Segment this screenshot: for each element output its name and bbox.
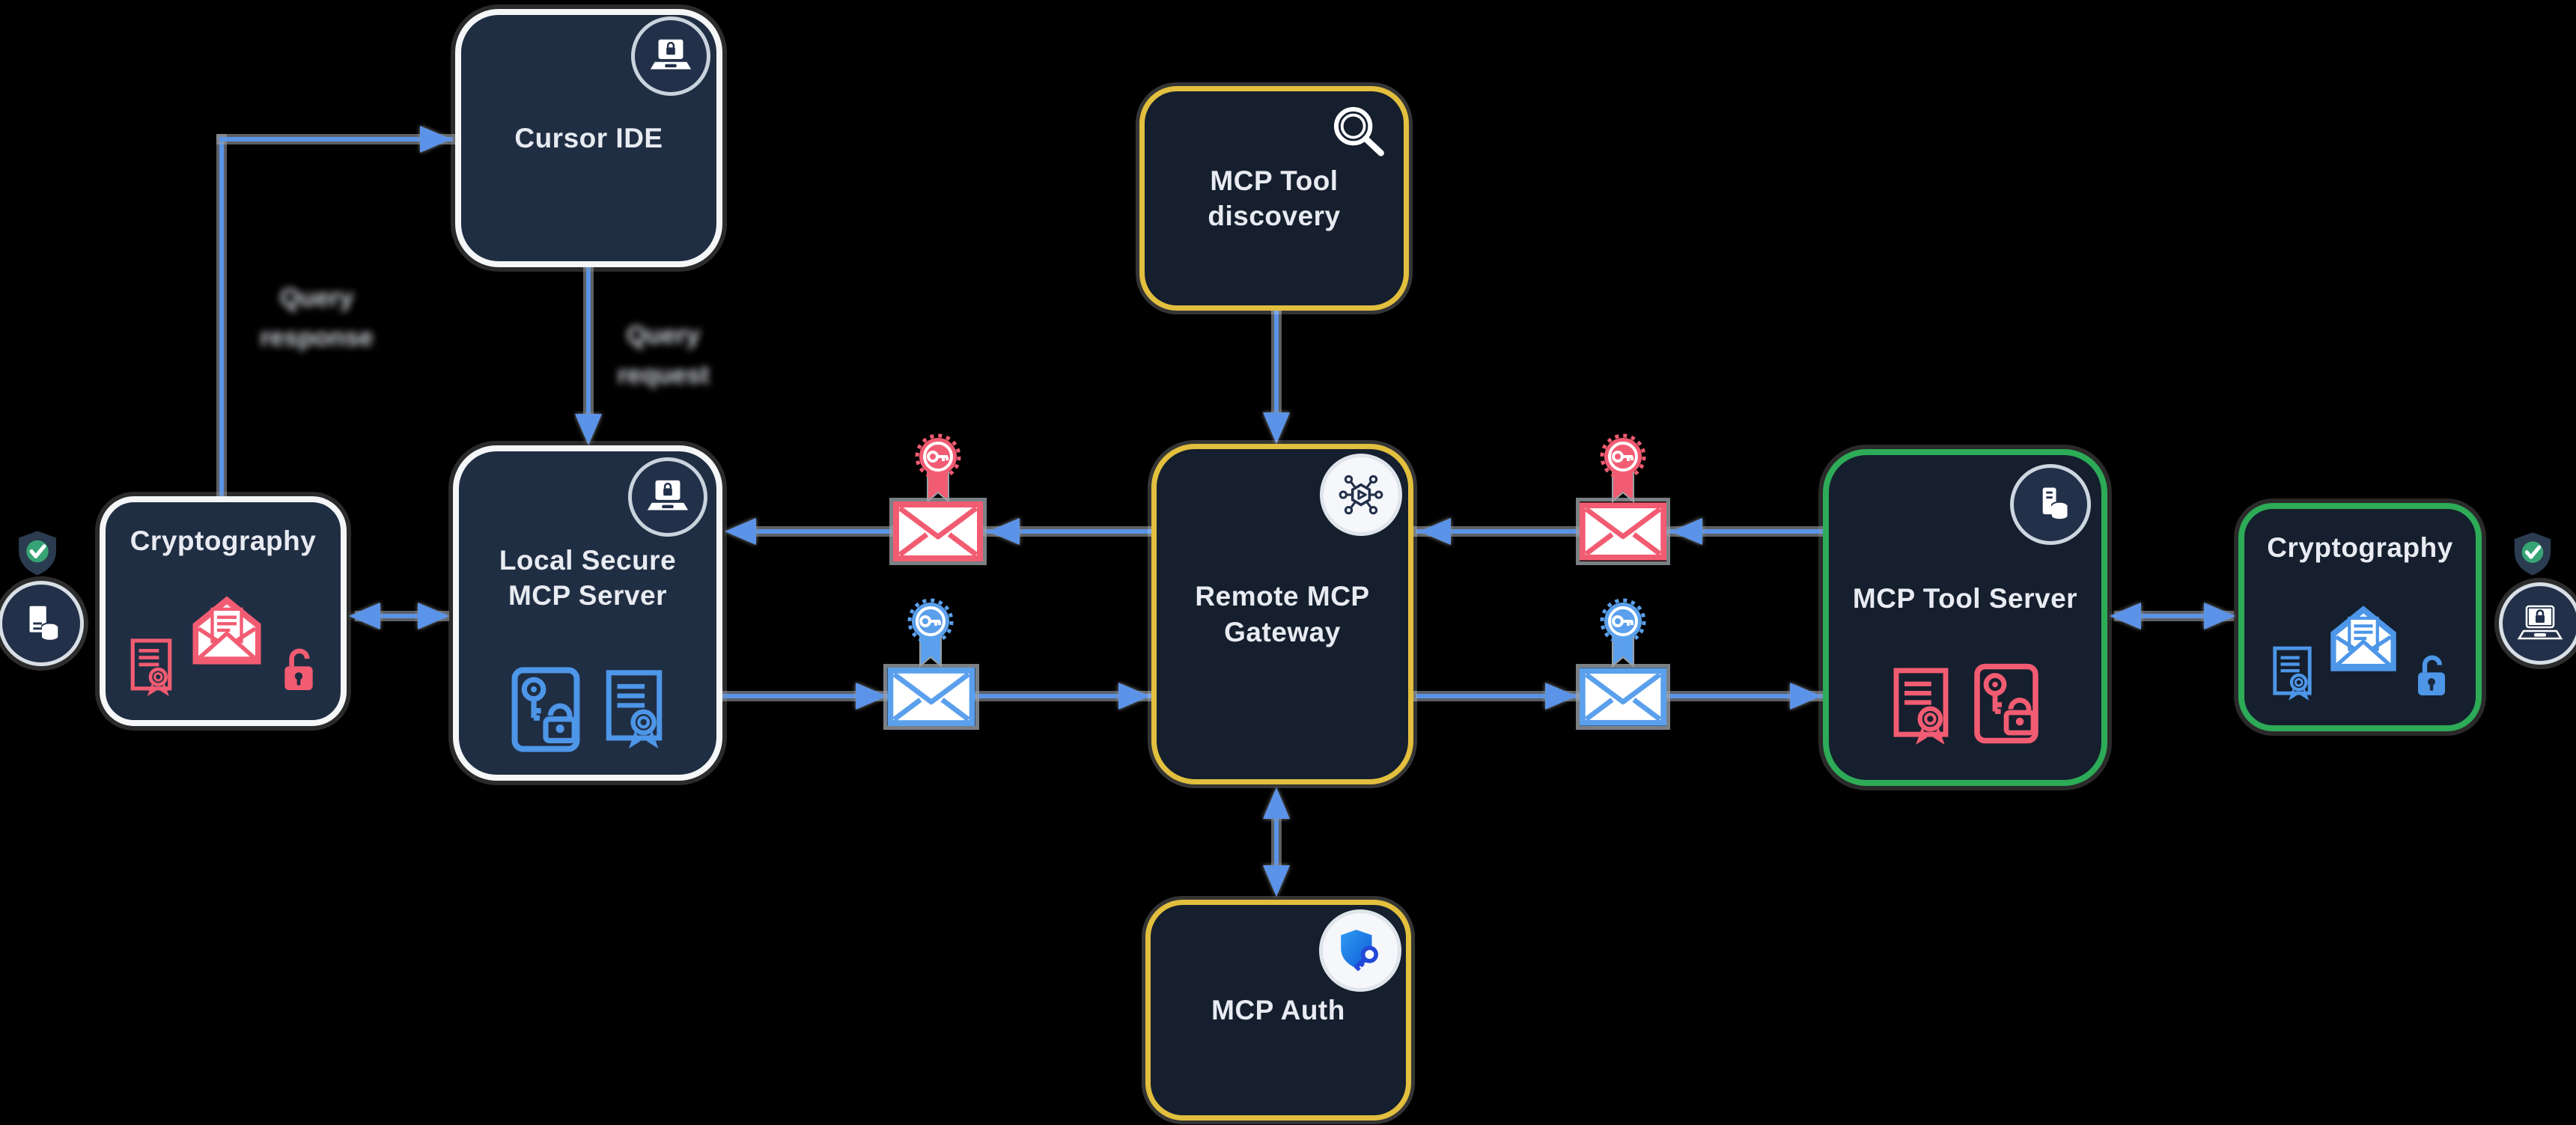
- sealed-envelope-icon: [1580, 668, 1666, 726]
- tool-server-icons: [1829, 659, 2101, 749]
- edge-cursor-to-local-vertical: [586, 267, 591, 418]
- node-label-remote-mcp-gateway: Remote MCP Gateway: [1195, 581, 1370, 647]
- document-database-icon: [0, 581, 84, 666]
- edge-gateway-auth-vertical: [1274, 807, 1279, 879]
- node-label-cryptography-left: Cryptography: [130, 525, 317, 556]
- edge-crypto-to-cursor-horizontal: [219, 137, 453, 141]
- crypto-left-icons: [106, 591, 341, 699]
- certificate-icon: [606, 670, 663, 749]
- node-cryptography-right[interactable]: Cryptography: [2238, 503, 2482, 731]
- node-remote-mcp-gateway[interactable]: Remote MCP Gateway: [1151, 444, 1413, 784]
- arrowhead-request-into-gateway: [1118, 683, 1150, 710]
- arrowhead-into-gateway-top: [1263, 412, 1290, 444]
- sealed-envelope-icon: [893, 501, 983, 561]
- node-label-mcp-tool-server: MCP Tool Server: [1852, 583, 2078, 614]
- open-envelope-letter-icon: [192, 596, 261, 665]
- crypto-right-icons: [2244, 601, 2476, 704]
- arrowhead-request-into-toolserver: [1790, 683, 1821, 710]
- network-hub-icon: [1320, 454, 1402, 536]
- certificate-icon: [1893, 668, 1949, 745]
- node-label-mcp-tool-discovery: MCP Tool discovery: [1208, 165, 1341, 231]
- edge-crypto-local-bidirectional: [358, 614, 446, 618]
- secure-laptop-icon: [628, 457, 707, 537]
- node-mcp-tool-discovery[interactable]: MCP Tool discovery: [1139, 86, 1409, 311]
- shield-check-icon: [2514, 532, 2551, 576]
- node-mcp-auth[interactable]: MCP Auth: [1145, 900, 1411, 1121]
- edge-label-query-response: Query response: [260, 284, 374, 352]
- arrowhead-into-cursor-ide: [420, 126, 451, 153]
- arrowhead-request-into-envelope-left: [856, 683, 887, 710]
- key-rosette-icon: [1600, 433, 1646, 504]
- server-database-icon: [2010, 464, 2091, 545]
- sealed-envelope-icon: [887, 668, 975, 726]
- local-secure-icons: [459, 664, 716, 755]
- key-rosette-icon: [1600, 598, 1646, 668]
- arrowhead-request-into-envelope-right: [1545, 683, 1577, 710]
- arrowhead-into-local-secure: [575, 414, 602, 445]
- magnifier-icon: [1333, 106, 1384, 156]
- certificate-icon: [2272, 646, 2312, 701]
- open-envelope-letter-icon: [2330, 606, 2396, 671]
- node-local-secure-mcp-server[interactable]: Local Secure MCP Server: [453, 445, 722, 781]
- arrowhead-response-into-gateway: [1419, 518, 1451, 545]
- arrowhead-response-into-envelope-right: [1671, 518, 1702, 545]
- arrowhead-response-into-envelope: [988, 518, 1020, 545]
- secure-laptop-icon: [631, 16, 710, 96]
- sealed-envelope-icon: [1580, 501, 1666, 561]
- node-cursor-ide[interactable]: Cursor IDE: [455, 9, 722, 267]
- key-lock-card-icon: [511, 667, 580, 752]
- node-label-mcp-auth: MCP Auth: [1211, 994, 1345, 1025]
- unlocked-padlock-icon: [2417, 655, 2445, 695]
- unlocked-padlock-icon: [284, 648, 313, 690]
- key-rosette-icon: [915, 433, 961, 504]
- key-rosette-icon: [907, 598, 954, 668]
- node-cryptography-left[interactable]: Cryptography: [100, 496, 347, 726]
- secure-laptop-icon: [2499, 582, 2576, 665]
- arrowhead-into-crypto-right: [2204, 603, 2235, 629]
- shield-key-icon: [1319, 909, 1401, 992]
- shield-check-icon: [19, 531, 56, 576]
- arrowhead-into-mcp-auth: [1263, 865, 1290, 897]
- arrowhead-into-local-secure-left-edge: [418, 603, 449, 629]
- node-label-cursor-ide: Cursor IDE: [514, 122, 663, 153]
- arrowhead-into-gateway-bottom: [1263, 787, 1290, 819]
- arrowhead-response-into-local: [725, 518, 756, 545]
- key-lock-card-icon: [1974, 663, 2038, 744]
- edge-discovery-to-gateway: [1274, 311, 1279, 421]
- arrowhead-into-toolserver-right-edge: [2110, 603, 2141, 629]
- edge-crypto-to-cursor-vertical: [219, 137, 224, 498]
- node-label-local-secure-mcp-server: Local Secure MCP Server: [499, 545, 677, 612]
- edge-label-query-request: Query request: [617, 321, 710, 389]
- arrowhead-into-crypto-left: [349, 603, 380, 629]
- node-label-cryptography-right: Cryptography: [2267, 532, 2453, 563]
- edge-toolserver-crypto-bidirectional: [2117, 614, 2231, 618]
- certificate-icon: [130, 638, 172, 697]
- node-mcp-tool-server[interactable]: MCP Tool Server: [1823, 449, 2107, 786]
